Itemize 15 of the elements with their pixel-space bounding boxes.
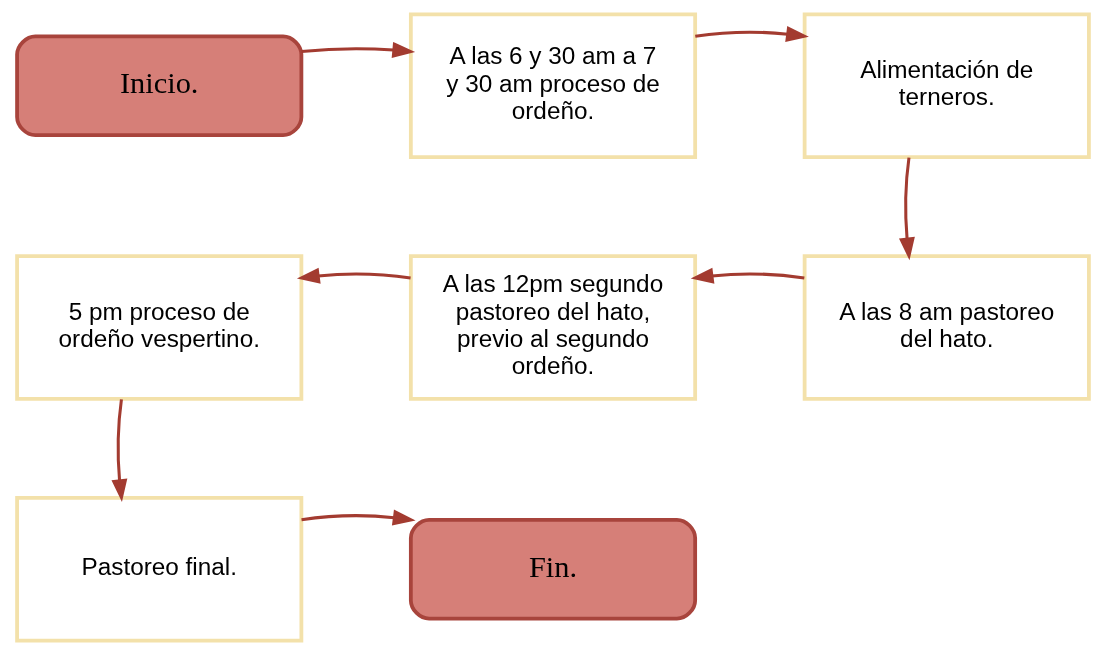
node-box: Pastoreo final.	[15, 495, 304, 643]
node-box: 5 pm proceso de ordeño vespertino.	[15, 254, 304, 401]
node-box: Inicio.	[15, 34, 304, 138]
node-box: A las 6 y 30 am a 7 y 30 am proceso de ordeño.	[408, 12, 698, 160]
arrow	[301, 42, 416, 58]
arrow	[111, 399, 128, 503]
node-box: A las 12pm segundo pastoreo del hato, previo al segundo ordeño.	[408, 254, 698, 401]
arrow	[296, 267, 411, 284]
arrow	[899, 157, 915, 261]
arrow	[301, 509, 416, 526]
arrow	[695, 26, 809, 42]
node-box: Alimentación de terneros.	[802, 12, 1091, 160]
node-box: Fin.	[408, 517, 698, 621]
arrow	[690, 267, 805, 284]
node-box: A las 8 am pastoreo del hato.	[802, 254, 1091, 401]
